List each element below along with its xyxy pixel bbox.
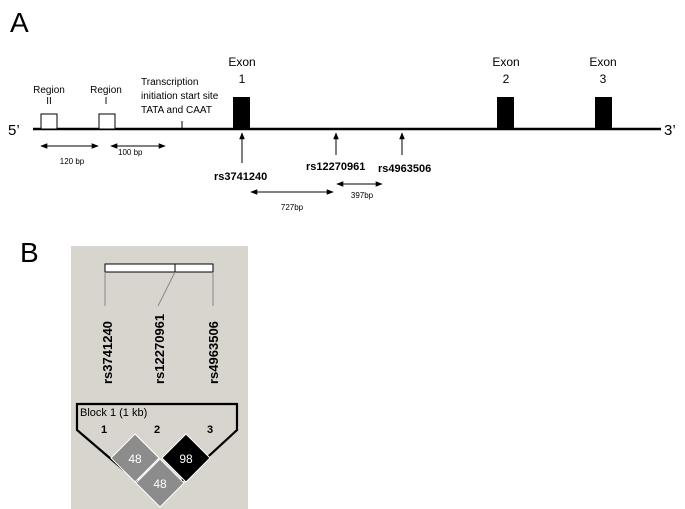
distance-120-label: 120 bp <box>60 157 85 166</box>
region-ii-label-2: II <box>46 96 52 107</box>
block-title: Block 1 (1 kb) <box>80 407 147 419</box>
snp-2-connector <box>157 271 176 307</box>
ld-cell-2-3 <box>161 433 211 483</box>
marker-number-3: 3 <box>207 424 213 436</box>
ld-cell-1-3 <box>135 458 185 508</box>
haploview-snp-2-label: rs12270961 <box>152 314 167 384</box>
exon-2-box <box>497 97 514 130</box>
distance-397-label: 397bp <box>351 191 374 200</box>
exon-2-word: Exon <box>492 55 519 69</box>
position-bar <box>104 263 214 273</box>
panel-b: B rs3741240 rs12270961 rs4963506 Block 1… <box>20 237 248 509</box>
region-i-label-2: I <box>105 96 108 107</box>
ld-value-1-2: 48 <box>128 452 142 466</box>
distance-100-label: 100 bp <box>118 148 143 157</box>
snp-1-label: rs3741240 <box>214 171 267 183</box>
haploview-snp-3-label: rs4963506 <box>206 321 221 384</box>
distance-727-label: 727bp <box>281 203 304 212</box>
exon-3-word: Exon <box>589 55 616 69</box>
exon-2-number: 2 <box>503 72 510 86</box>
five-prime-label: 5’ <box>8 122 20 139</box>
exon-1-word: Exon <box>228 55 255 69</box>
haploview-snp-1-label: rs3741240 <box>100 321 115 384</box>
marker-number-1: 1 <box>101 424 107 436</box>
exon-3-box <box>595 97 612 130</box>
region-ii-label-1: Region <box>33 85 65 96</box>
ld-cell-1-2 <box>110 433 160 483</box>
panel-a-label: A <box>10 7 29 38</box>
transcription-label-1: Transcription <box>141 77 198 88</box>
exon-1-box <box>233 97 250 130</box>
exon-1-number: 1 <box>239 72 246 86</box>
transcription-label-3: TATA and CAAT <box>141 105 212 116</box>
exon-3-number: 3 <box>600 72 607 86</box>
region-i-box <box>98 113 116 130</box>
ld-value-1-3: 48 <box>153 477 167 491</box>
region-i-label-1: Region <box>90 85 122 96</box>
marker-number-2: 2 <box>154 424 160 436</box>
three-prime-label: 3’ <box>664 122 676 139</box>
snp-3-label: rs4963506 <box>378 163 431 175</box>
panel-b-label: B <box>20 237 39 268</box>
snp-2-label: rs12270961 <box>306 161 365 173</box>
ld-value-2-3: 98 <box>179 452 193 466</box>
panel-a: A 5’ 3’ Region II Region I Transcription… <box>8 7 676 212</box>
region-ii-box <box>40 113 58 130</box>
transcription-label-2: initiation start site <box>141 91 219 102</box>
